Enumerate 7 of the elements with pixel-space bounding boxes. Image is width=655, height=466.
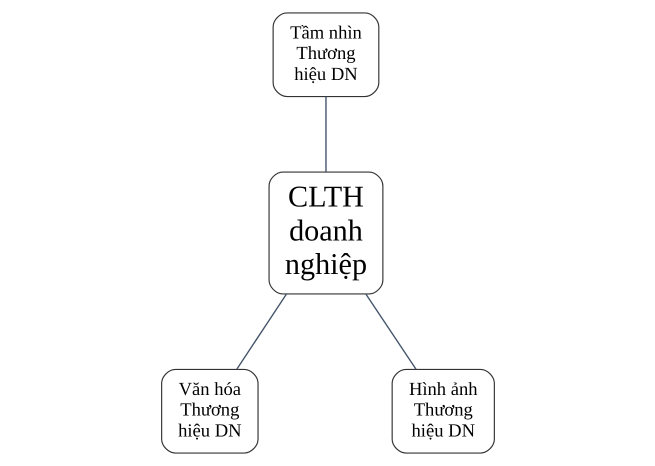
node-box: Tầm nhìn Thương hiệu DN: [272, 12, 379, 98]
connector: [324, 96, 326, 172]
connector: [236, 294, 286, 370]
node-box: CLTH doanh nghiệp: [268, 171, 383, 295]
connector: [364, 294, 416, 370]
node-box: Hình ảnh Thương hiệu DN: [391, 368, 494, 454]
node-box: Văn hóa Thương hiệu DN: [160, 368, 258, 454]
